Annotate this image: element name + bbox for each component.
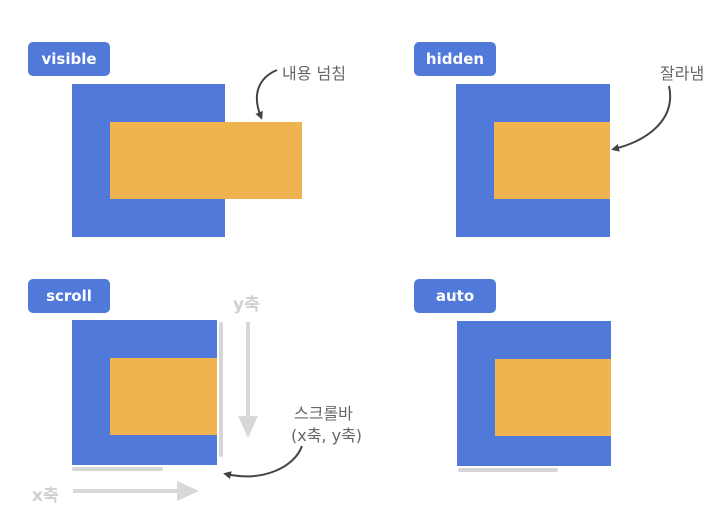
scroll-annotation-arrow (223, 445, 303, 479)
hidden-annotation-arrow (611, 85, 672, 152)
hidden-clipped-content (494, 122, 610, 199)
auto-content (495, 359, 611, 436)
visible-annotation-arrow (255, 69, 278, 120)
visible-annotation: 내용 넘침 (282, 64, 346, 83)
scroll-content (110, 358, 217, 435)
x-axis-arrow-head (177, 481, 199, 501)
badge-visible: visible (28, 42, 110, 76)
visible-overflowing-content (110, 122, 302, 199)
scroll-horizontal-scrollbar[interactable] (72, 467, 163, 471)
badge-auto: auto (414, 279, 496, 313)
auto-horizontal-scrollbar[interactable] (458, 468, 558, 472)
scroll-annotation-line1: 스크롤바 (294, 404, 353, 423)
badge-hidden: hidden (414, 42, 496, 76)
y-axis-arrow-head (238, 416, 258, 438)
scroll-vertical-scrollbar[interactable] (219, 322, 223, 457)
auto-container (457, 321, 611, 466)
badge-scroll: scroll (28, 279, 110, 313)
y-axis-label: y축 (233, 295, 260, 315)
x-axis-label: x축 (32, 486, 59, 506)
hidden-container (456, 84, 610, 237)
hidden-annotation: 잘라냄 (660, 64, 705, 83)
scroll-container (72, 320, 217, 465)
scroll-annotation-line2: (x축, y축) (291, 426, 363, 445)
